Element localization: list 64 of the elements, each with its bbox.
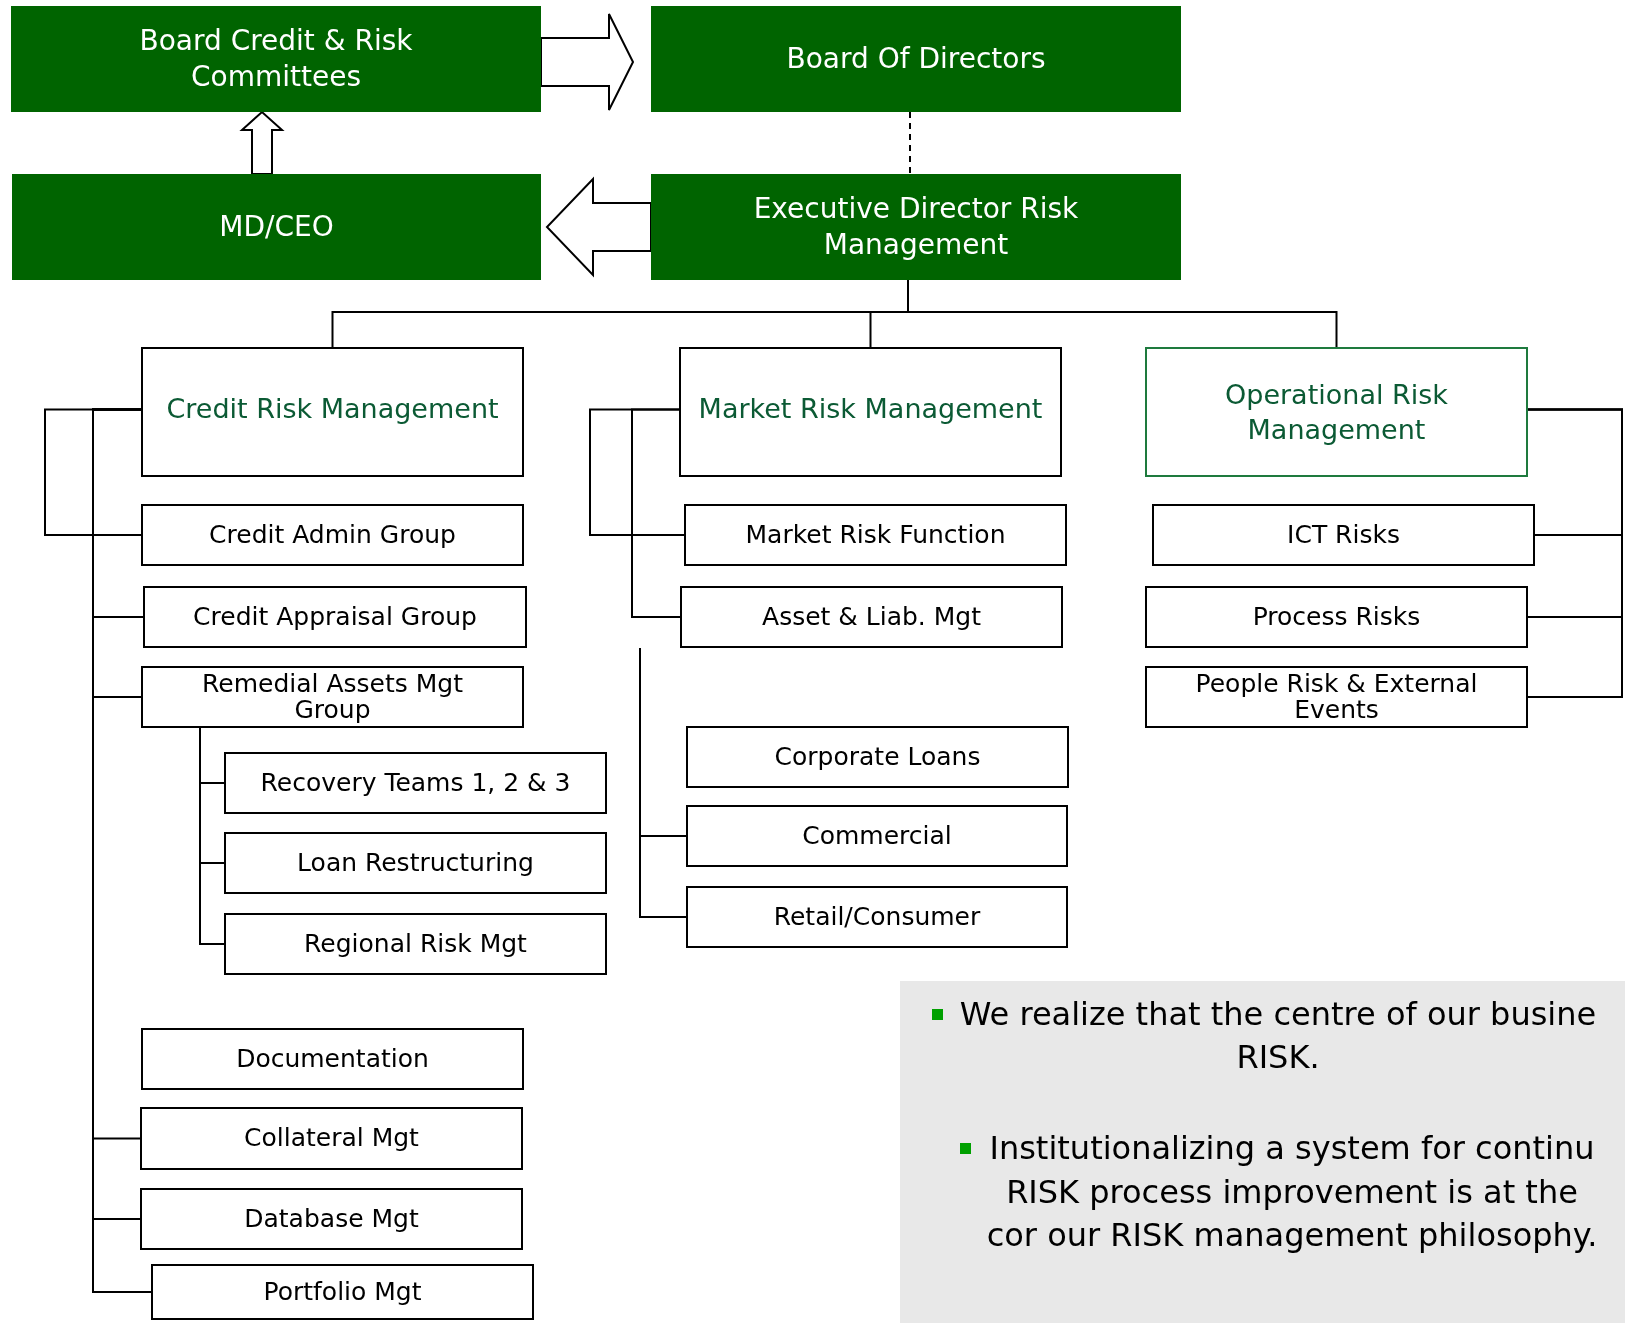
unit-box	[1152, 504, 1535, 566]
box-label: Market Risk Function	[745, 521, 1006, 549]
unit-box	[140, 1188, 523, 1250]
box-label: Market Risk Management	[698, 392, 1043, 426]
unit-box	[141, 1028, 524, 1090]
box-label: Commercial	[802, 822, 952, 850]
box-label: Collateral Mgt	[244, 1125, 419, 1152]
box-label: Documentation	[236, 1045, 429, 1073]
department-box	[141, 347, 524, 477]
box-label: Board Credit & Risk Committees	[138, 22, 414, 95]
unit-box	[141, 504, 524, 566]
unit-box	[140, 1107, 523, 1170]
box-label: Loan Restructuring	[297, 849, 534, 877]
department-box	[1145, 347, 1528, 477]
connector-line	[44, 408, 142, 536]
block-arrow	[545, 176, 652, 278]
box-label: Regional Risk Mgt	[304, 930, 527, 958]
box-label: Corporate Loans	[774, 743, 981, 771]
note-panel	[900, 981, 1625, 1323]
org-box	[651, 6, 1181, 112]
box-label: ICT Risks	[1287, 521, 1400, 549]
block-arrow	[540, 13, 635, 111]
box-label: Credit Appraisal Group	[193, 603, 477, 631]
unit-box	[143, 586, 527, 648]
connector-line	[639, 647, 687, 918]
box-label: MD/CEO	[219, 208, 334, 245]
box-label: Process Risks	[1252, 603, 1421, 631]
connector-line	[631, 408, 681, 618]
unit-box	[686, 886, 1068, 948]
box-label: Operational Risk Management	[1224, 377, 1449, 447]
org-box	[651, 174, 1181, 280]
dashed-connector	[909, 111, 911, 175]
note-text: We realize that the centre of our busine RISK.	[958, 994, 1598, 1079]
box-label: Asset & Liab. Mgt	[762, 603, 981, 631]
unit-box	[1145, 586, 1528, 648]
unit-box	[686, 726, 1069, 788]
unit-box	[686, 805, 1068, 867]
connector-line	[199, 727, 225, 945]
unit-box	[224, 752, 607, 814]
connector-line	[92, 408, 152, 1293]
box-label: Remedial Assets Mgt Group	[201, 670, 464, 724]
box-label: Credit Admin Group	[209, 521, 456, 549]
org-box	[11, 6, 541, 112]
unit-box	[141, 666, 524, 728]
department-box	[679, 347, 1062, 477]
unit-box	[684, 504, 1067, 566]
note-text: Institutionalizing a system for continu RISK process improvement is at the cor our RISK management philosophy.	[985, 1128, 1599, 1256]
box-label: Executive Director Risk Management	[752, 190, 1080, 263]
unit-box	[224, 832, 607, 894]
box-label: Board Of Directors	[786, 40, 1046, 77]
unit-box	[224, 913, 607, 975]
unit-box	[680, 586, 1063, 648]
connector-line	[589, 408, 685, 536]
box-label: Portfolio Mgt	[263, 1278, 422, 1306]
box-label: Credit Risk Management	[166, 392, 499, 426]
unit-box	[151, 1264, 534, 1320]
connector-line	[1527, 408, 1623, 698]
box-label: Database Mgt	[244, 1205, 419, 1233]
box-label: People Risk & External Events	[1194, 670, 1479, 724]
unit-box	[1145, 666, 1528, 728]
box-label: Retail/Consumer	[773, 903, 981, 931]
block-arrow	[239, 110, 285, 175]
box-label: Recovery Teams 1, 2 & 3	[260, 769, 571, 797]
org-box	[12, 174, 541, 280]
